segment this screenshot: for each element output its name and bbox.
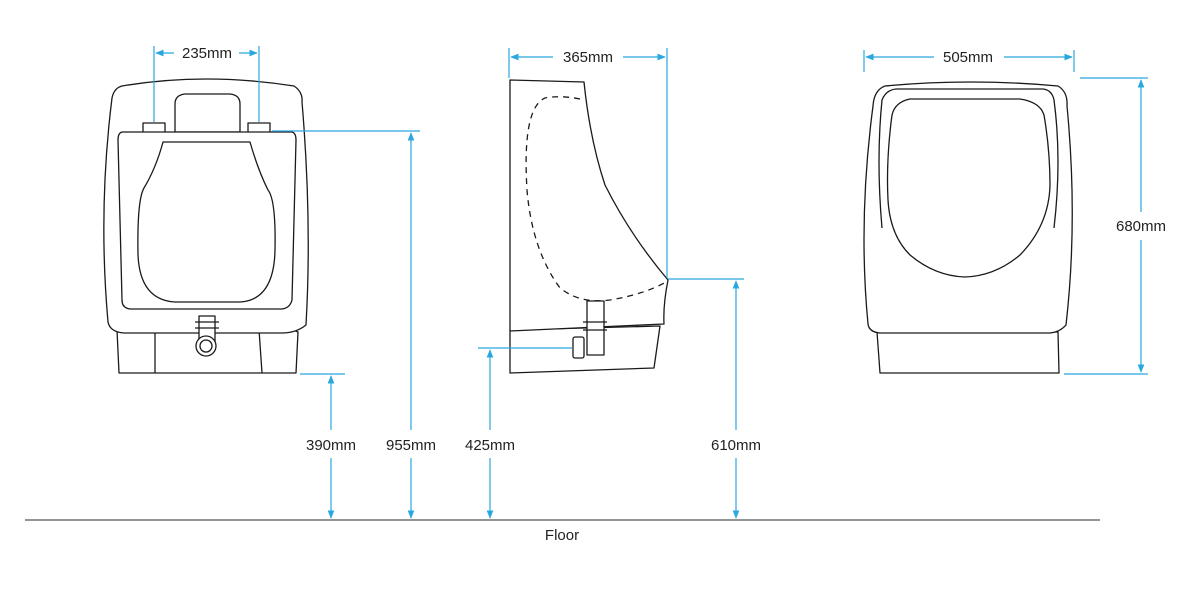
dim-610-label: 610mm	[711, 437, 761, 454]
dim-680-label: 680mm	[1116, 218, 1166, 235]
side-trap-pipe	[586, 300, 605, 356]
side-base	[509, 325, 661, 374]
dim-505-label: 505mm	[943, 49, 993, 66]
front-view	[103, 78, 309, 374]
side-view	[509, 79, 669, 374]
dim-front-bottom-height: 390mm	[300, 373, 356, 519]
dim-rear-width: 505mm	[863, 49, 1075, 72]
dim-390-label: 390mm	[306, 437, 356, 454]
rear-base	[876, 331, 1060, 374]
dim-955-label: 955mm	[386, 437, 436, 454]
dim-side-lip-height: 610mm	[668, 278, 761, 519]
dim-front-inlet-spacing: 235mm	[153, 45, 260, 122]
front-spreader	[174, 93, 241, 133]
dim-front-inlet-height: 955mm	[272, 130, 436, 519]
rear-view	[863, 81, 1073, 374]
side-trap-outlet	[572, 336, 585, 359]
dim-side-outlet-height: 425mm	[465, 347, 572, 519]
dim-425-label: 425mm	[465, 437, 515, 454]
side-body	[509, 79, 669, 332]
rear-rim	[878, 88, 1059, 229]
dim-365-label: 365mm	[563, 49, 613, 66]
dim-rear-height: 680mm	[1064, 77, 1166, 375]
front-bowl	[137, 141, 276, 303]
front-outlet	[195, 335, 217, 357]
floor-label: Floor	[545, 527, 579, 544]
side-bowl-hidden	[525, 96, 667, 302]
dim-235-label: 235mm	[182, 45, 232, 62]
dim-side-depth: 365mm	[508, 48, 668, 278]
rear-bowl	[886, 98, 1051, 278]
